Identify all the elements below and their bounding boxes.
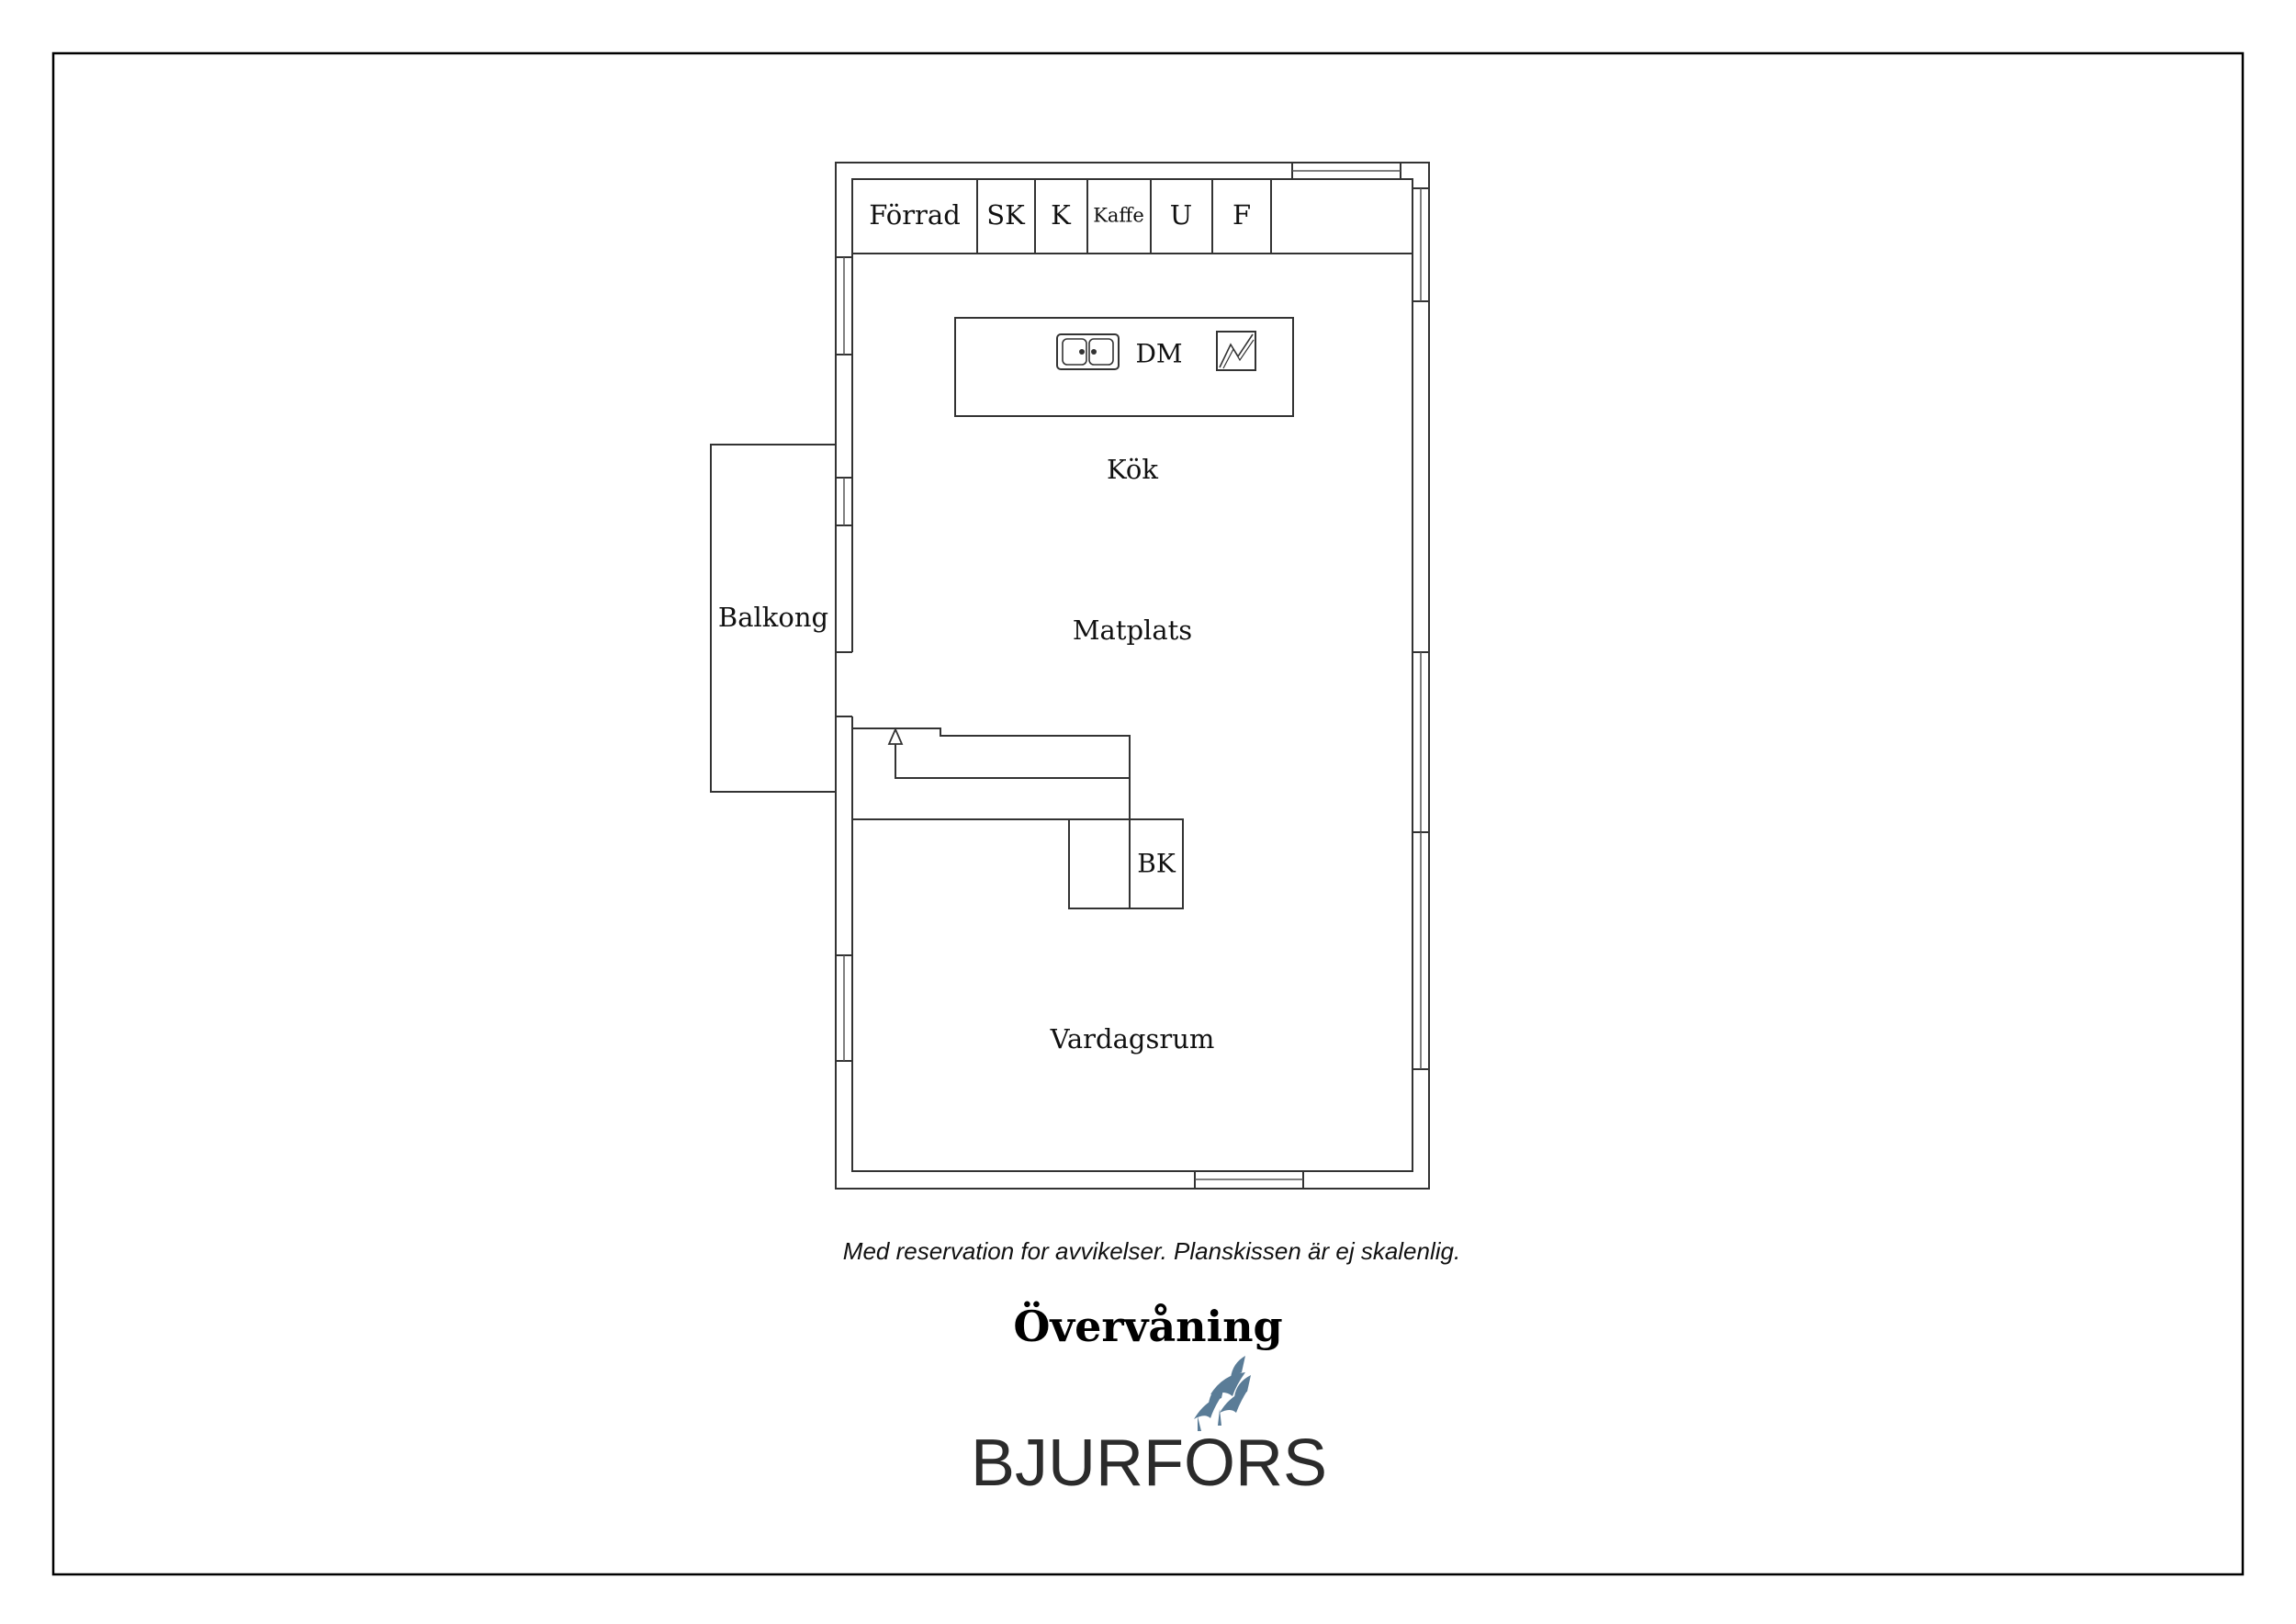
chimney-bk (1068, 818, 1184, 909)
room-label-sk: SK (986, 199, 1026, 231)
room-label-dm: DM (1135, 339, 1182, 369)
room-label-u: U (1170, 199, 1192, 231)
room-label-kaffe: Kaffe (1093, 205, 1144, 227)
room-label-bk: BK (1137, 849, 1176, 879)
balcony (710, 444, 837, 793)
room-label-k: K (1051, 199, 1072, 231)
room-label-forrad: Förrad (869, 199, 961, 231)
room-label-kok: Kök (1107, 454, 1158, 485)
kitchen-island (954, 317, 1294, 417)
flying-birds-icon (1194, 1356, 1251, 1431)
stove-icon (1216, 331, 1256, 371)
room-label-matplats: Matplats (1073, 615, 1192, 646)
room-label-f: F (1232, 199, 1251, 231)
window-bottom (1194, 1170, 1304, 1190)
window-left-2 (835, 477, 853, 526)
window-right-1 (1412, 187, 1430, 302)
disclaimer: Med reservation for avvikelser. Planskis… (843, 1237, 1460, 1265)
window-top (1291, 162, 1401, 180)
staircase (852, 727, 1131, 820)
window-left-3 (835, 954, 853, 1062)
window-right-2 (1412, 651, 1430, 833)
window-right-3 (1412, 831, 1430, 1070)
room-label-vardagsrum: Vardagsrum (1050, 1023, 1215, 1054)
window-left-1 (835, 256, 853, 355)
floor-title: Övervåning (1013, 1301, 1282, 1351)
sink-icon (1056, 333, 1120, 370)
bjurfors-logo: BJURFORS (971, 1427, 1327, 1500)
kitchen-counter (852, 179, 1412, 254)
room-label-balkong: Balkong (718, 602, 828, 633)
page-border (51, 51, 2245, 1576)
